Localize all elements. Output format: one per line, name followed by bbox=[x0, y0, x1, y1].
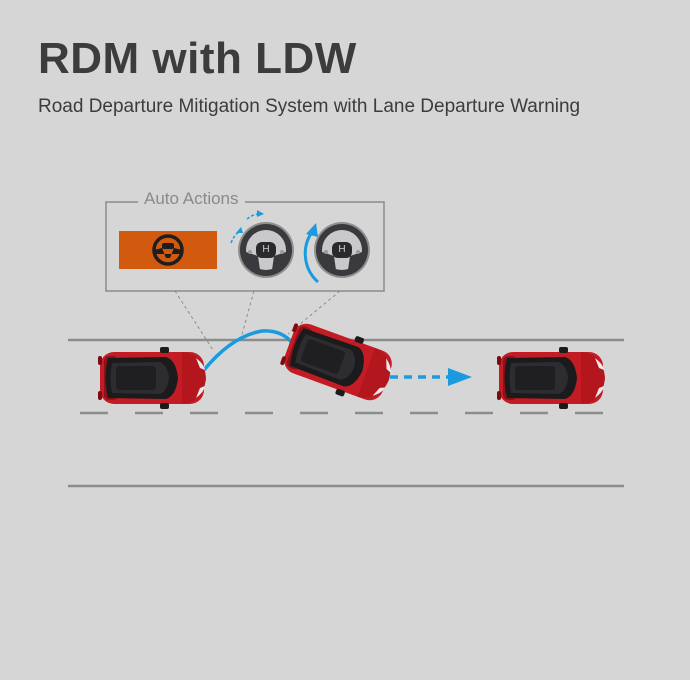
auto-actions-box bbox=[105, 201, 385, 292]
page-subtitle: Road Departure Mitigation System with La… bbox=[38, 96, 581, 117]
page-title: RDM with LDW bbox=[38, 34, 357, 83]
steering-warning-icon bbox=[119, 231, 217, 269]
svg-text:H: H bbox=[262, 244, 269, 255]
steering-wheel-icon: H bbox=[314, 222, 370, 278]
turn-left-arrow-icon bbox=[303, 223, 320, 284]
car-icon bbox=[497, 347, 605, 409]
auto-actions-label: Auto Actions bbox=[138, 189, 245, 209]
turn-right-arrow-icon bbox=[230, 210, 264, 244]
car-icon bbox=[276, 314, 400, 410]
svg-text:H: H bbox=[338, 244, 345, 255]
departure-path bbox=[202, 329, 472, 386]
car-icon bbox=[98, 347, 206, 409]
steering-wheel-icon: H bbox=[238, 222, 294, 278]
